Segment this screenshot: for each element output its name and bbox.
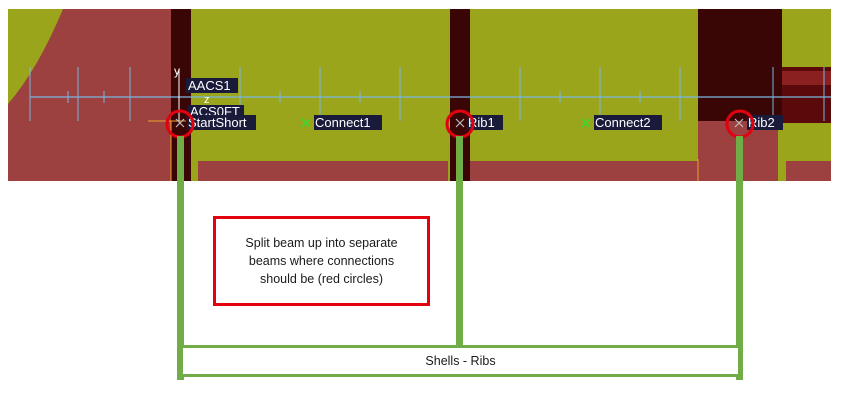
axis-z-label: z <box>204 94 210 106</box>
shell-band-red-2 <box>470 161 698 181</box>
label-connect1[interactable]: Connect1 <box>315 115 371 130</box>
rib-line-rib2 <box>736 136 743 380</box>
beam-ticks <box>29 67 825 121</box>
label-rib1[interactable]: Rib1 <box>468 115 495 130</box>
model-canvas[interactable]: y z AACS1 ACS0FT StartShort Connect1 Rib… <box>8 9 831 181</box>
shell-surface-red-left <box>8 9 171 181</box>
label-connect2[interactable]: Connect2 <box>595 115 651 130</box>
rib-line-rib1 <box>456 136 463 346</box>
label-start-short[interactable]: StartShort <box>188 115 247 130</box>
point-markers <box>175 118 744 128</box>
rib-section-rib2 <box>698 9 782 121</box>
rib-section-rib1 <box>450 9 470 181</box>
connect1-marker-icon[interactable] <box>301 118 311 128</box>
connect2-marker-icon[interactable] <box>581 118 591 128</box>
shell-band-red-4 <box>786 161 831 181</box>
cad-viewport[interactable]: y z AACS1 ACS0FT StartShort Connect1 Rib… <box>8 9 831 181</box>
callout-text: Split beam up into separate beams where … <box>245 236 398 286</box>
shell-band-red-1 <box>198 161 448 181</box>
label-rib2[interactable]: Rib2 <box>748 115 775 130</box>
rib-line-start <box>177 136 184 380</box>
label-aacs1[interactable]: AACS1 <box>188 78 231 93</box>
rib-section-start <box>171 9 191 181</box>
legend-shells-ribs: Shells - Ribs <box>180 345 741 377</box>
axis-y-label: y <box>174 64 180 78</box>
legend-text: Shells - Ribs <box>425 354 496 368</box>
annotation-callout: Split beam up into separate beams where … <box>213 216 430 306</box>
